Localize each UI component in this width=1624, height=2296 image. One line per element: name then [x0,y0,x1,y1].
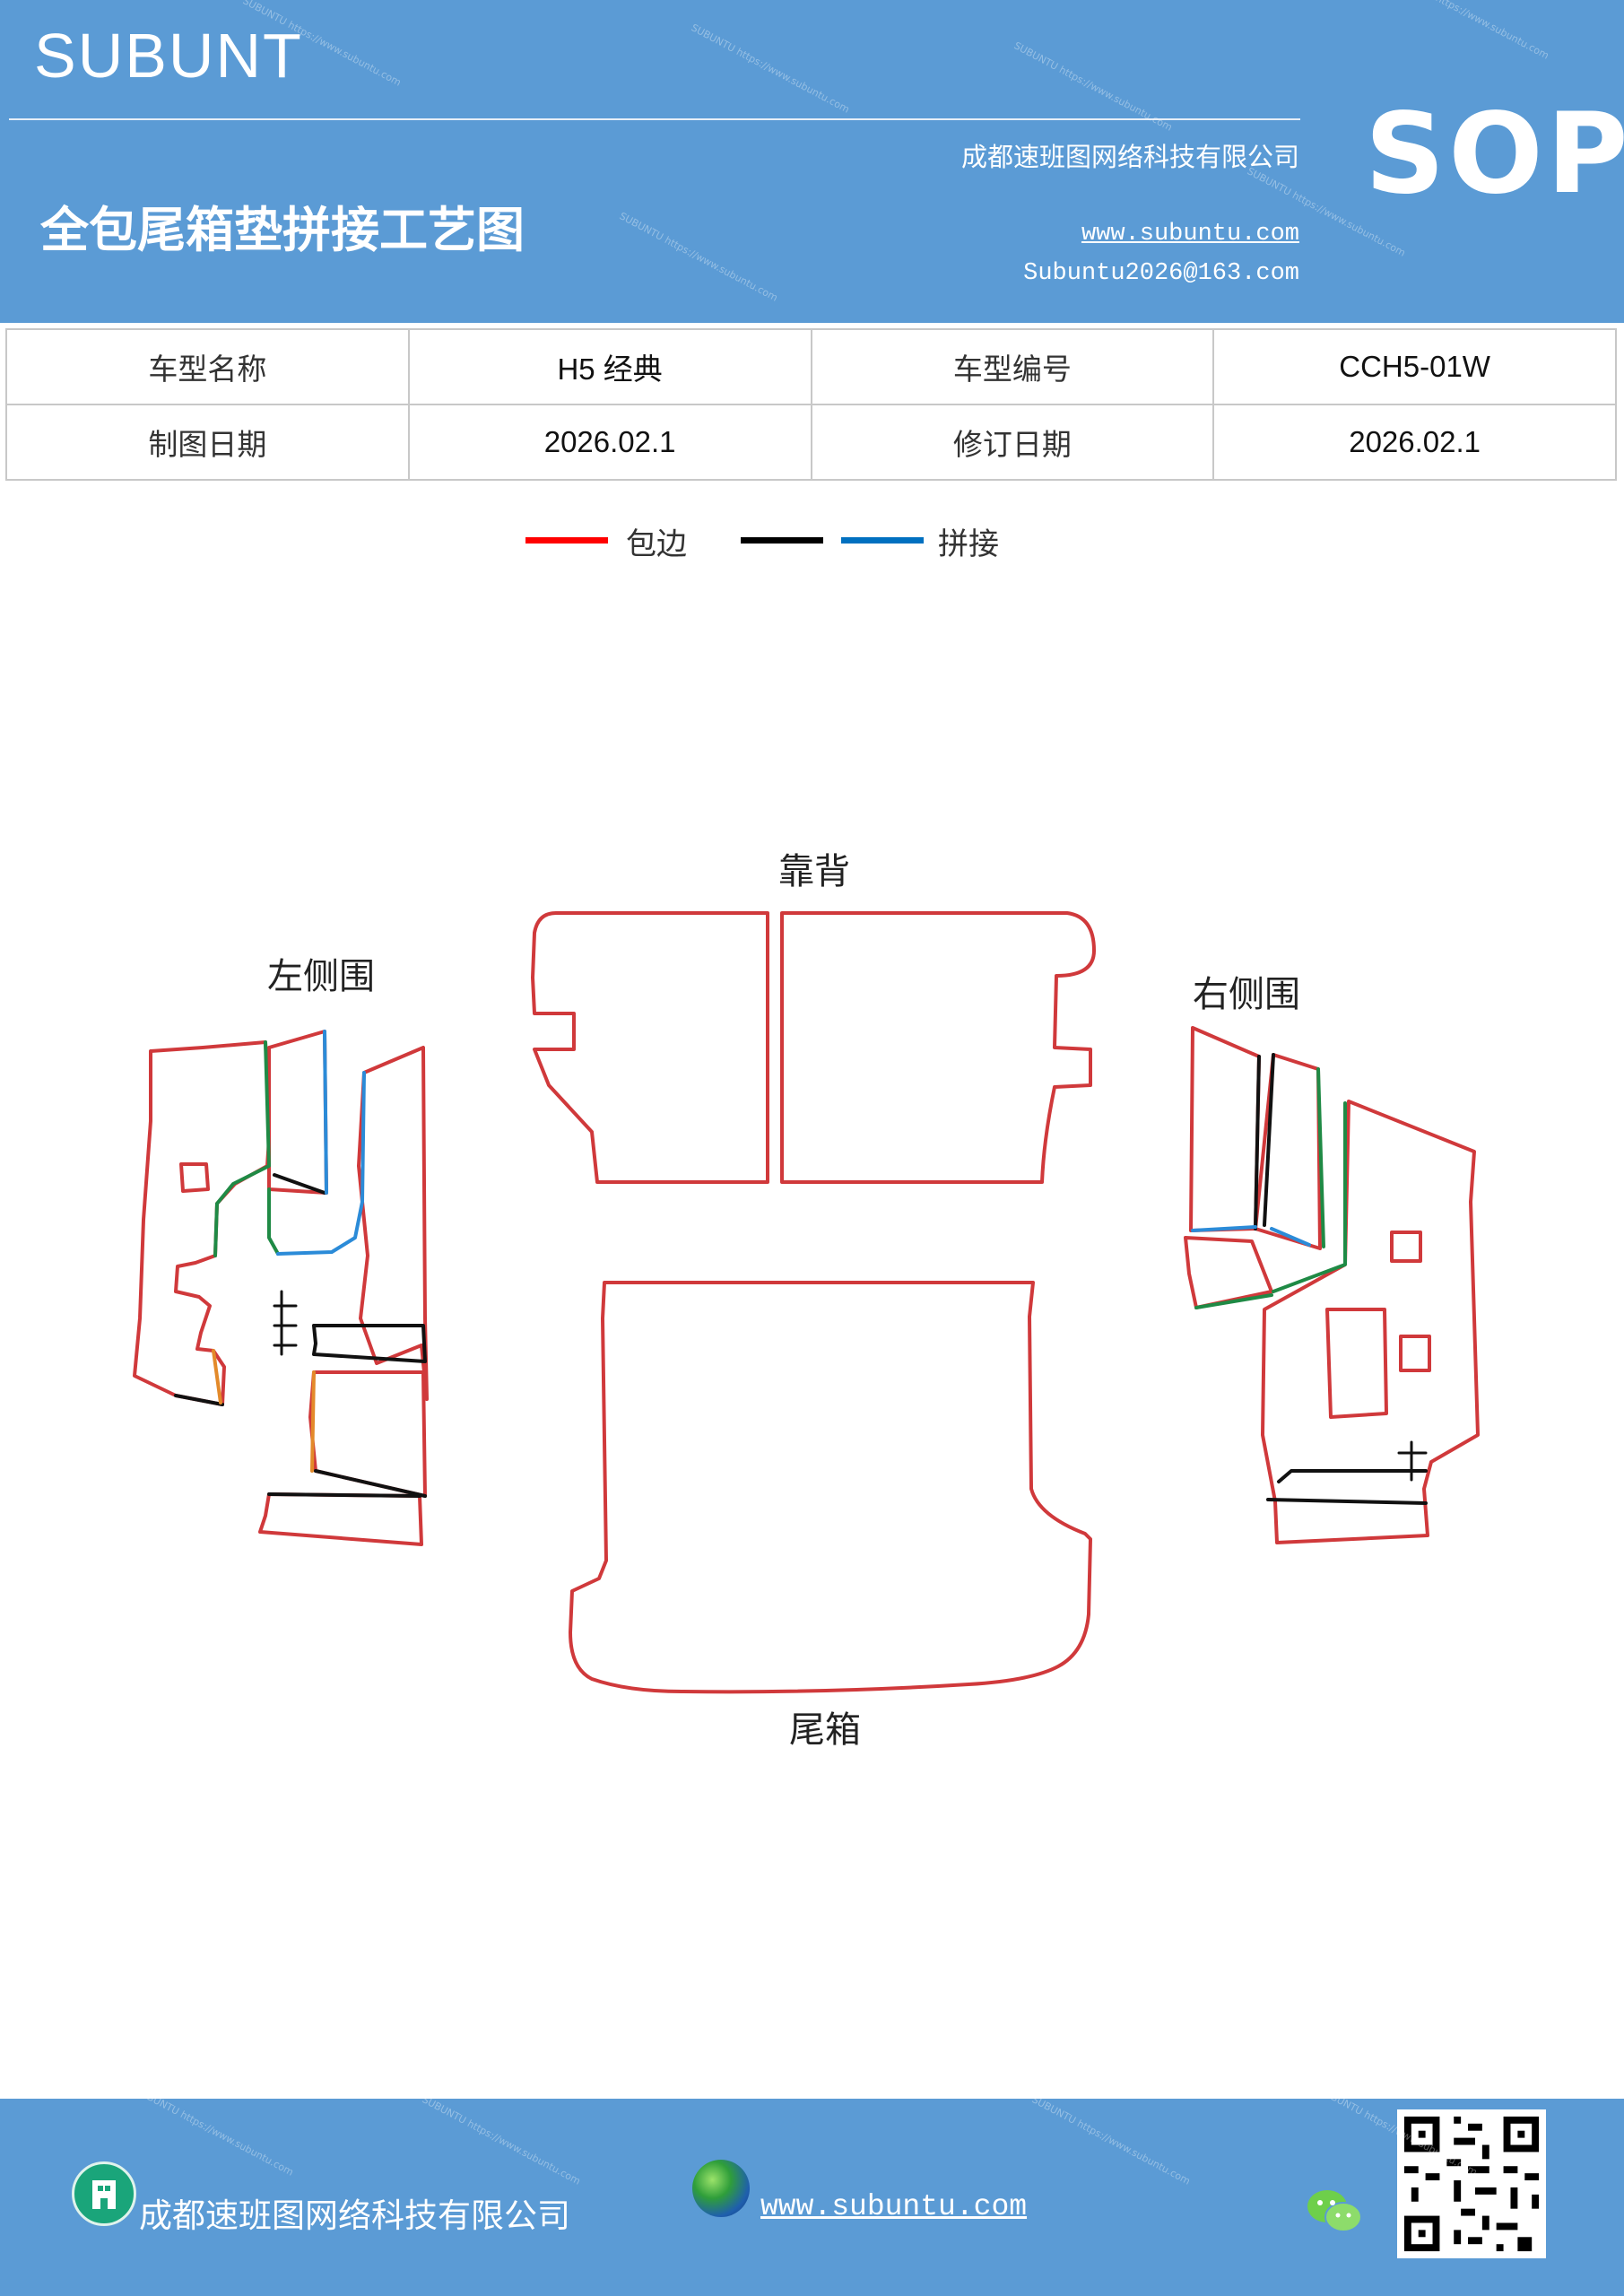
right-side-rect [1325,1308,1388,1419]
table-cell-value: 2026.02.1 [407,404,812,481]
left-seam-black [273,1173,326,1195]
header-watermark: SUBUNTU https://www.subuntu.com [1388,0,1551,62]
left-seam-black [267,1492,421,1498]
trunk-mat [569,1281,1092,1694]
left-side-hole [179,1162,210,1193]
left-seam-blue [323,1030,328,1195]
right-side-main [1261,1100,1480,1544]
footer-company-name: 成都速班图网络科技有限公司 [139,2196,570,2235]
legend-swatch-black [741,537,823,544]
legend-swatch-seam [841,537,924,544]
right-seam-black [1263,1053,1275,1227]
right-side-upper-strip [1254,1053,1322,1250]
table-cell-label: 制图日期 [5,404,410,481]
left-side-strip [267,1030,328,1195]
left-seam-black [314,1469,427,1498]
left-seam-green [213,1040,271,1257]
part-label-backrest: 靠背 [778,851,850,892]
header-watermark: SUBUNTU https://www.subuntu.com [689,22,852,116]
footer-watermark: SUBUNTU https://www.subuntu.com [133,2099,296,2179]
left-seam-blue [276,1071,366,1256]
right-side-hole [1399,1335,1431,1372]
footer-website-link[interactable]: www.subuntu.com [760,2190,1028,2223]
brand-logo-text: SUBUNT [34,21,303,91]
backrest-right-panel [780,911,1096,1184]
header-email[interactable]: Subuntu2026@163.com [1023,260,1299,287]
table-cell-label: 车型名称 [5,328,410,405]
right-notch-mark [1397,1440,1428,1482]
table-cell-value: CCH5-01W [1212,328,1617,405]
right-side-upper-strip [1189,1026,1261,1232]
right-seam-green [1272,1101,1347,1293]
sop-badge: SOP [1365,90,1624,219]
document-title: 全包尾箱垫拼接工艺图 [40,202,525,258]
part-label-left-side: 左侧围 [267,956,375,997]
left-seam-black [174,1394,224,1406]
table-row: 车型名称 H5 经典 车型编号 CCH5-01W [5,328,1617,405]
legend-label-edge: 包边 [626,526,687,562]
footer-watermark: SUBUNTU https://www.subuntu.com [420,2099,583,2187]
header-website-link[interactable]: www.subuntu.com [1081,221,1299,248]
vehicle-info-table: 车型名称 H5 经典 车型编号 CCH5-01W 制图日期 2026.02.1 … [5,328,1617,481]
left-seam-orange [310,1370,316,1473]
table-cell-label: 车型编号 [810,328,1215,405]
wechat-icon[interactable] [1304,2185,1367,2239]
part-label-right-side: 右侧围 [1193,974,1300,1015]
left-notch-mark [273,1290,298,1356]
right-side-hole [1390,1231,1422,1263]
left-side-upper-right [357,1046,429,1401]
right-seam-black [1266,1498,1428,1505]
table-row: 制图日期 2026.02.1 修订日期 2026.02.1 [5,404,1617,481]
header-company-name: 成都速班图网络科技有限公司 [960,142,1299,172]
globe-icon [692,2160,750,2217]
left-seam-black [312,1324,427,1363]
mat-layout-drawing: 靠背 左侧围 右侧围 尾箱 [133,851,1480,1751]
left-side-lower [308,1370,427,1498]
table-cell-value: H5 经典 [407,328,812,405]
left-seam-green [267,1187,280,1256]
legend-label-seam: 拼接 [938,526,999,562]
qr-code-icon [1397,2109,1546,2258]
header-watermark: SUBUNTU https://www.subuntu.com [617,210,780,304]
header-divider [9,118,1300,120]
left-seam-orange [212,1349,222,1405]
header-banner: SUBUNT 全包尾箱垫拼接工艺图 成都速班图网络科技有限公司 www.subu… [0,0,1624,323]
table-cell-value: 2026.02.1 [1212,404,1617,481]
right-seam-black [1254,1055,1261,1231]
line-legend: 包边 拼接 [525,525,1028,570]
footer-watermark: SUBUNTU https://www.subuntu.com [1029,2099,1193,2187]
right-seam-blue [1270,1227,1311,1247]
right-seam-green [1316,1067,1325,1248]
right-seam-green [1194,1293,1273,1309]
footer-banner: 成都速班图网络科技有限公司 www.subuntu.com SUBUNTU ht… [0,2099,1624,2296]
backrest-left-panel [531,911,769,1184]
legend-swatch-edge [525,537,608,544]
building-icon [72,2161,136,2226]
left-side-outline [133,1040,271,1406]
right-seam-black [1277,1469,1428,1483]
part-label-trunk: 尾箱 [789,1709,861,1751]
left-side-bottom-strip [258,1492,423,1546]
right-seam-blue [1191,1225,1257,1232]
table-cell-label: 修订日期 [810,404,1215,481]
